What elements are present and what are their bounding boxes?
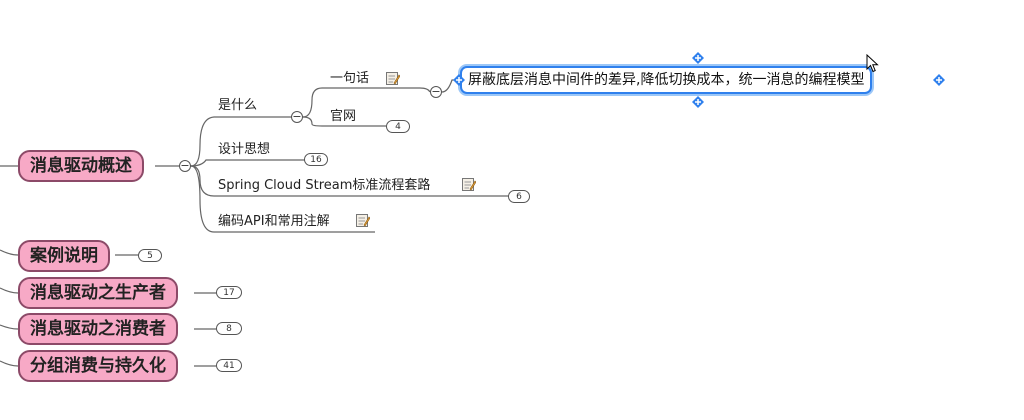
main-topic-producer[interactable]: 消息驱动之生产者 [18, 277, 178, 309]
note-icon[interactable] [461, 177, 476, 192]
note-icon[interactable] [355, 213, 370, 228]
mouse-cursor-icon [866, 54, 879, 73]
count-badge[interactable]: 8 [216, 322, 242, 335]
subtopic-one-sentence[interactable]: 一句话 [330, 71, 370, 86]
subtopic-what-is[interactable]: 是什么 [218, 98, 258, 113]
subtopic-coding-api[interactable]: 编码API和常用注解 [218, 214, 330, 229]
add-handle-icon[interactable] [692, 96, 704, 108]
main-topic-overview[interactable]: 消息驱动概述 [18, 150, 144, 182]
collapse-toggle-icon[interactable]: − [179, 159, 191, 172]
add-handle-icon[interactable] [933, 74, 945, 86]
subtopic-official-site[interactable]: 官网 [330, 109, 357, 124]
collapse-toggle-icon[interactable]: − [291, 110, 303, 123]
note-icon[interactable] [385, 71, 400, 86]
count-badge[interactable]: 5 [138, 249, 162, 262]
main-topic-consumer[interactable]: 消息驱动之消费者 [18, 313, 178, 345]
add-handle-icon[interactable] [692, 52, 704, 64]
count-badge[interactable]: 41 [216, 359, 242, 372]
count-badge[interactable]: 16 [304, 153, 328, 166]
subtopic-stream-process[interactable]: Spring Cloud Stream标准流程套路 [218, 178, 431, 193]
count-badge[interactable]: 17 [216, 286, 242, 299]
count-badge[interactable]: 4 [386, 120, 410, 133]
selected-topic[interactable]: 屏蔽底层消息中间件的差异,降低切换成本，统一消息的编程模型 [460, 66, 873, 94]
collapse-toggle-icon[interactable]: − [430, 85, 442, 98]
add-handle-icon[interactable] [453, 74, 465, 86]
main-topic-group-persistence[interactable]: 分组消费与持久化 [18, 350, 178, 382]
main-topic-example[interactable]: 案例说明 [18, 240, 110, 272]
subtopic-design[interactable]: 设计思想 [218, 142, 271, 157]
count-badge[interactable]: 6 [508, 190, 530, 203]
